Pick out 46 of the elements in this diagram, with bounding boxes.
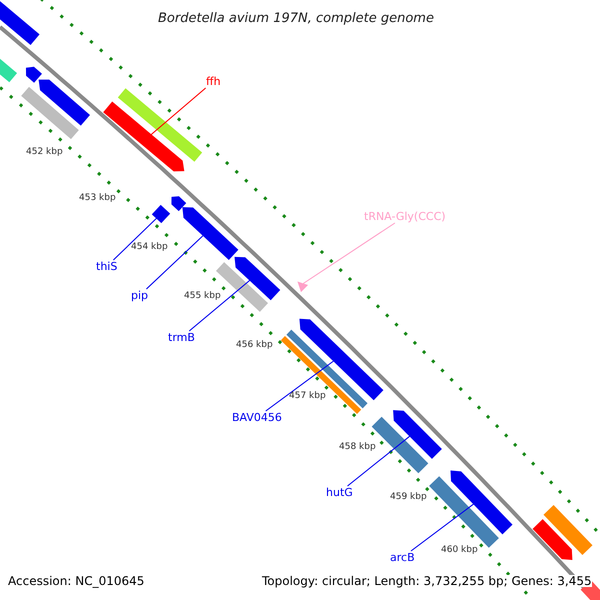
gene-feature — [103, 102, 184, 172]
scale-label: 453 kbp — [79, 194, 116, 203]
gene-label: thiS — [96, 261, 118, 272]
gene-bar — [118, 88, 202, 162]
leader-line — [347, 436, 410, 486]
leader-line — [112, 218, 157, 260]
gene-feature — [532, 519, 572, 560]
accession-text: Accession: NC_010645 — [8, 575, 144, 587]
trna-marker — [297, 281, 308, 292]
scale-label: 459 kbp — [390, 493, 427, 502]
gene-label: pip — [131, 290, 148, 301]
gene-label: trmB — [168, 332, 195, 343]
gene-label: BAV0456 — [232, 412, 282, 423]
gene-bar — [0, 0, 40, 46]
scale-label: 455 kbp — [184, 292, 221, 301]
leader-line — [302, 222, 396, 284]
gene-label: ffh — [206, 76, 221, 87]
scale-label: 456 kbp — [236, 341, 273, 350]
gene-feature — [234, 256, 280, 300]
diagram-title: Bordetella avium 197N, complete genome — [158, 12, 434, 25]
gene-feature — [26, 66, 42, 83]
scale-label: 460 kbp — [441, 546, 478, 555]
leader-line — [146, 235, 204, 290]
leader-line — [188, 280, 250, 332]
scale-label: 457 kbp — [289, 392, 326, 401]
leader-line — [410, 504, 474, 552]
gene-bar — [21, 86, 79, 140]
gene-block — [152, 204, 170, 224]
gene-feature — [450, 470, 513, 534]
gene-bar — [286, 330, 368, 408]
gene-feature — [182, 207, 238, 260]
gene-feature — [38, 80, 90, 126]
scale-label: 454 kbp — [131, 243, 168, 252]
scale-label: 458 kbp — [339, 443, 376, 452]
gene-label: tRNA-Gly(CCC) — [364, 211, 446, 222]
gene-feature — [171, 196, 186, 212]
scale-label: 452 kbp — [26, 148, 63, 157]
gene-label: hutG — [326, 487, 353, 498]
gene-bar — [280, 336, 362, 414]
gene-bar — [0, 58, 18, 82]
gene-label: arcB — [390, 552, 415, 563]
genome-info-text: Topology: circular; Length: 3,732,255 bp; Genes: 3,455 — [262, 575, 592, 587]
gene-bar — [544, 505, 592, 555]
leader-line — [265, 360, 334, 412]
leader-line — [150, 88, 206, 135]
gene-feature — [393, 410, 442, 459]
